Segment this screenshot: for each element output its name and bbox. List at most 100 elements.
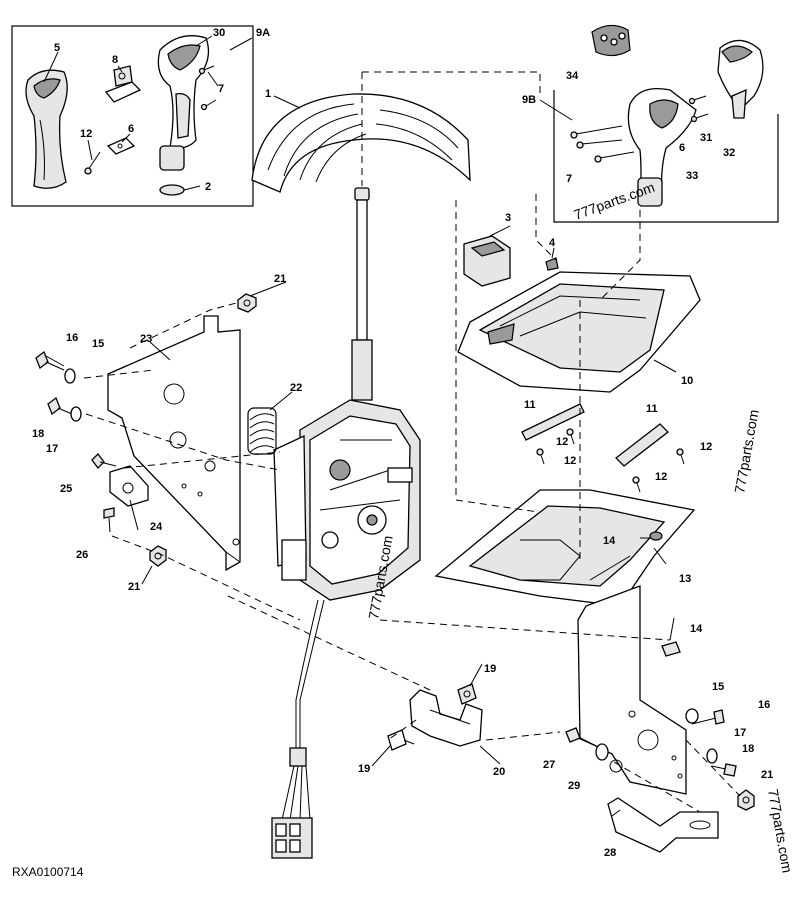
part-11-clip-right bbox=[615, 423, 669, 467]
part-19-fastener-upper bbox=[457, 683, 477, 705]
part-25-screw bbox=[91, 453, 117, 469]
part-1-boot bbox=[251, 93, 471, 193]
part-21-nut-right bbox=[737, 789, 755, 811]
part-23-left-bracket bbox=[107, 315, 241, 572]
part-32-cover bbox=[717, 39, 764, 119]
callout-6-inset: 6 bbox=[128, 123, 134, 135]
callout-31: 31 bbox=[700, 132, 712, 144]
part-31-screws bbox=[688, 95, 709, 123]
callout-2: 2 bbox=[205, 181, 211, 193]
callout-25: 25 bbox=[60, 483, 72, 495]
callout-9b: 9B bbox=[522, 94, 536, 106]
watermark-4: 777parts.com bbox=[765, 788, 795, 874]
part-21-nut-top bbox=[237, 293, 257, 313]
callout-14-lower: 14 bbox=[690, 623, 703, 635]
callout-19-upper: 19 bbox=[484, 663, 496, 675]
part-12-screw-inset bbox=[84, 151, 101, 175]
callout-29: 29 bbox=[568, 780, 580, 792]
callout-19-lower: 19 bbox=[358, 763, 370, 775]
shift-shaft bbox=[351, 187, 373, 401]
callout-3: 3 bbox=[505, 212, 511, 224]
callout-15-right: 15 bbox=[712, 681, 724, 693]
part-28-bracket bbox=[607, 797, 719, 853]
callout-17-left: 17 bbox=[46, 443, 58, 455]
callout-28: 28 bbox=[604, 847, 616, 859]
callout-12-a: 12 bbox=[556, 436, 568, 448]
watermark-2: 777parts.com bbox=[731, 408, 761, 494]
callout-26: 26 bbox=[76, 549, 88, 561]
reference-code: RXA0100714 bbox=[12, 865, 84, 879]
part-22-spring bbox=[247, 407, 277, 455]
callout-5: 5 bbox=[54, 42, 60, 54]
callout-24: 24 bbox=[150, 521, 163, 533]
part-18-bolt-right bbox=[711, 763, 737, 777]
callout-7-9b: 7 bbox=[566, 173, 572, 185]
part-34-connector bbox=[591, 24, 631, 57]
part-7-screws-inset bbox=[198, 65, 217, 111]
callout-30: 30 bbox=[213, 27, 225, 39]
callout-15-left: 15 bbox=[92, 338, 104, 350]
part-10-console-panel bbox=[457, 271, 701, 393]
callout-6-9b: 6 bbox=[679, 142, 685, 154]
callout-17-right: 17 bbox=[734, 727, 746, 739]
right-bracket bbox=[577, 585, 687, 795]
callout-12-b: 12 bbox=[564, 455, 576, 467]
part-14-clip-lower bbox=[661, 641, 681, 657]
callout-34: 34 bbox=[566, 70, 579, 82]
callout-1: 1 bbox=[265, 88, 271, 100]
callout-12-c: 12 bbox=[700, 441, 712, 453]
callout-12-inset: 12 bbox=[80, 128, 92, 140]
part-26-screw bbox=[103, 507, 115, 533]
part-15-washer-right bbox=[685, 708, 699, 724]
callout-21-right: 21 bbox=[761, 769, 773, 781]
part-3-switch bbox=[463, 235, 511, 287]
callout-18-right: 18 bbox=[742, 743, 754, 755]
part-8-switch bbox=[104, 65, 142, 103]
part-2-ring bbox=[159, 184, 185, 196]
shifter-mechanism bbox=[273, 399, 421, 601]
callout-33: 33 bbox=[686, 170, 698, 182]
part-13-plate bbox=[434, 489, 696, 607]
part-21-nut-left bbox=[149, 545, 167, 567]
callout-11-right: 11 bbox=[646, 403, 658, 415]
part-4-clip bbox=[545, 257, 559, 271]
part-16-bolt-left bbox=[35, 350, 65, 371]
part-16-bolt-right bbox=[691, 709, 725, 725]
part-18-bolt-left bbox=[47, 396, 73, 416]
callout-27: 27 bbox=[543, 759, 555, 771]
part-17-washer-left bbox=[70, 406, 82, 422]
assembly-dashed-lines bbox=[83, 71, 741, 813]
part-27-bolt bbox=[565, 727, 597, 747]
part-30-lever-handle bbox=[157, 35, 210, 171]
part-33-lever-handle bbox=[627, 87, 697, 207]
callout-11-left: 11 bbox=[524, 399, 536, 411]
callout-7-inset: 7 bbox=[218, 83, 224, 95]
callout-13: 13 bbox=[679, 573, 691, 585]
part-11-clip-left bbox=[521, 403, 585, 441]
callout-16-left: 16 bbox=[66, 332, 78, 344]
part-20-bracket bbox=[409, 689, 483, 747]
callout-10: 10 bbox=[681, 375, 693, 387]
part-7-screws-9b bbox=[570, 125, 635, 163]
callout-12-d: 12 bbox=[655, 471, 667, 483]
callout-20: 20 bbox=[493, 766, 505, 778]
inset-box-9b bbox=[553, 90, 779, 223]
part-19-fastener-lower bbox=[387, 729, 415, 751]
inset-box-9a bbox=[11, 25, 254, 207]
part-12-screws-center bbox=[536, 428, 685, 493]
callout-18-left: 18 bbox=[32, 428, 44, 440]
leader-lines bbox=[43, 35, 677, 817]
part-17-washer-right bbox=[706, 748, 718, 764]
callout-4: 4 bbox=[549, 237, 556, 249]
callout-14-upper: 14 bbox=[603, 535, 616, 547]
callout-8: 8 bbox=[112, 54, 118, 66]
callout-22: 22 bbox=[290, 382, 302, 394]
part-24-bracket bbox=[109, 465, 149, 507]
wiring-harness bbox=[271, 599, 325, 859]
callout-32: 32 bbox=[723, 147, 735, 159]
part-6-plate-inset bbox=[106, 137, 136, 155]
part-5-knob-cover bbox=[25, 69, 68, 189]
callout-23: 23 bbox=[140, 333, 152, 345]
part-15-washer-left bbox=[64, 368, 76, 384]
